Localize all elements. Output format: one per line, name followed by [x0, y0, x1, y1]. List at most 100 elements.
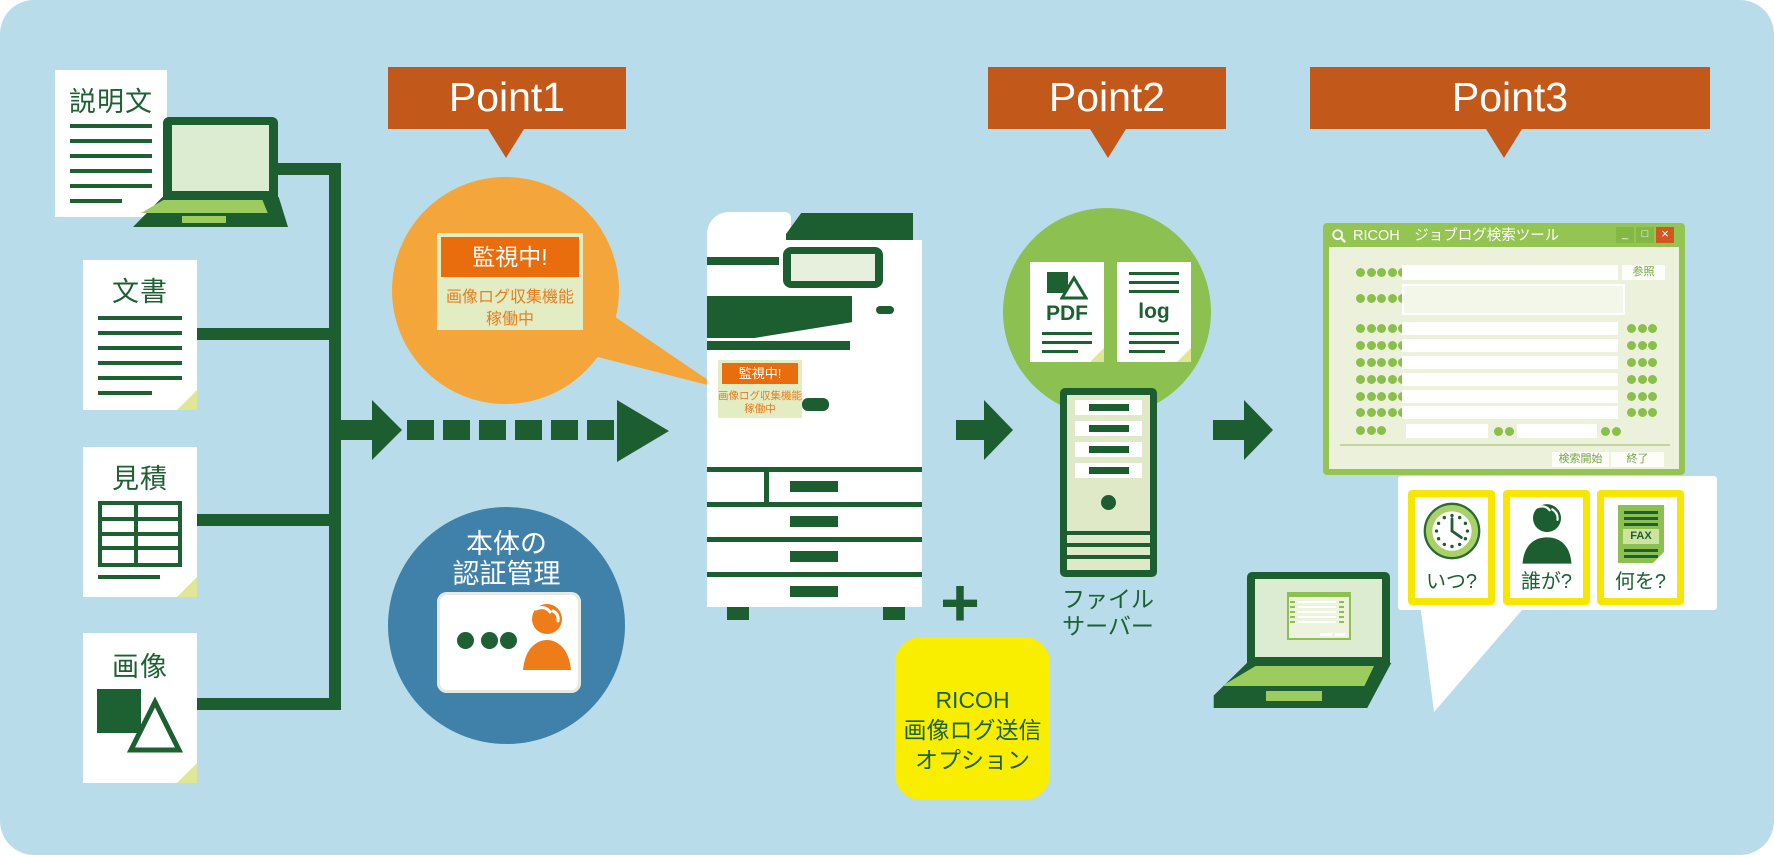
printer-monitoring-badge: 監視中!: [722, 363, 798, 384]
printer-monitoring-text-1: 画像ログ収集機能: [718, 390, 802, 402]
estimate-table: [98, 501, 182, 567]
path-input[interactable]: [1402, 265, 1618, 280]
point2-banner: Point2: [988, 67, 1226, 129]
result-bubble-tail: [1420, 608, 1524, 712]
point3-banner: Point3: [1310, 67, 1710, 129]
option-box: RICOH 画像ログ送信 オプション: [895, 637, 1050, 800]
field-option-dots: [1627, 341, 1659, 350]
power-button: [1101, 495, 1116, 510]
laptop-keyboard: [1222, 666, 1374, 686]
auth-card: [437, 592, 581, 693]
monitoring-text-1: 画像ログ収集機能: [445, 289, 574, 306]
window-divider: [1340, 444, 1670, 446]
search-field[interactable]: [1402, 339, 1618, 352]
question-label: 何を?: [1614, 571, 1667, 593]
question-what: FAX 何を?: [1597, 490, 1684, 605]
search-field[interactable]: [1402, 406, 1618, 419]
field-label-dots: [1356, 426, 1388, 435]
list-box[interactable]: [1402, 284, 1625, 315]
date-from-input[interactable]: [1406, 424, 1488, 438]
window-title: RICOH ジョブログ検索ツール: [1353, 228, 1560, 244]
laptop-keyboard: [141, 200, 268, 213]
point3-banner-tail: [1486, 129, 1522, 158]
page-fold: [1177, 348, 1191, 362]
document-text-lines: [98, 316, 182, 395]
document-text-line: [98, 575, 160, 579]
search-icon: [1332, 229, 1347, 244]
minimize-button[interactable]: _: [1616, 227, 1634, 243]
document-title: 文書: [112, 277, 168, 307]
page-fold: [177, 763, 197, 783]
option-line-2: 画像ログ送信: [903, 717, 1042, 743]
document-gazou: 画像: [83, 633, 197, 783]
tray-handle: [790, 516, 838, 527]
document-bunsho: 文書: [83, 260, 197, 410]
field-option-dots: [1494, 427, 1515, 436]
triangle-shape-icon: [127, 697, 183, 753]
field-label-dots: [1356, 375, 1409, 384]
field-label-dots: [1356, 268, 1409, 277]
search-field[interactable]: [1402, 322, 1618, 335]
square-shape-icon: [1047, 272, 1068, 293]
fax-label: FAX: [1623, 529, 1659, 544]
field-label-dots: [1356, 341, 1409, 350]
laptop-screen-inner: [172, 125, 269, 191]
field-option-dots: [1627, 358, 1659, 367]
user-icon: [523, 604, 571, 670]
monitoring-badge: 監視中!: [441, 237, 579, 277]
clock-icon: [1423, 502, 1481, 560]
password-dot: [481, 632, 498, 649]
maximize-button[interactable]: □: [1636, 227, 1654, 243]
auth-title-1: 本体の: [466, 529, 547, 559]
document-mitsumori: 見積: [83, 447, 197, 597]
field-label-dots: [1356, 392, 1409, 401]
printer-panel-screen: [791, 254, 875, 281]
point2-banner-tail: [1090, 129, 1126, 158]
person-icon: [1522, 504, 1572, 564]
monitoring-text-2: 稼働中: [485, 311, 534, 328]
field-option-dots: [1601, 427, 1622, 436]
triangle-shape-icon: [1060, 275, 1088, 300]
log-document: log: [1117, 262, 1191, 362]
laptop-touchpad: [182, 216, 226, 223]
question-who: 誰が?: [1503, 490, 1590, 605]
laptop-touchpad: [1266, 691, 1322, 701]
plus-sign: +: [940, 565, 980, 641]
option-line-1: RICOH: [935, 687, 1010, 713]
file-server: [1060, 388, 1157, 577]
pdf-label: PDF: [1046, 302, 1088, 325]
document-setsumeibun: 説明文: [55, 70, 167, 217]
pdf-document: PDF: [1030, 262, 1104, 362]
option-line-3: オプション: [915, 747, 1030, 773]
search-field[interactable]: [1402, 390, 1618, 403]
question-label: いつ?: [1425, 571, 1478, 593]
start-search-button[interactable]: 検索開始: [1552, 452, 1609, 467]
printer-top-cover: [786, 213, 913, 241]
auth-circle: 本体の 認証管理: [388, 507, 625, 744]
search-field[interactable]: [1402, 356, 1618, 369]
question-when: いつ?: [1408, 490, 1495, 605]
log-label: log: [1138, 300, 1170, 323]
exit-button[interactable]: 終了: [1611, 452, 1664, 467]
field-option-dots: [1627, 408, 1659, 417]
password-dot: [500, 632, 517, 649]
printer-monitoring-panel: 監視中! 画像ログ収集機能 稼働中: [718, 360, 802, 418]
point1-banner-tail: [488, 129, 524, 158]
search-field[interactable]: [1402, 373, 1618, 386]
question-label: 誰が?: [1520, 571, 1573, 593]
page-fold: [177, 577, 197, 597]
date-to-input[interactable]: [1517, 424, 1597, 438]
password-dot: [457, 632, 474, 649]
tray-handle: [790, 481, 838, 492]
field-option-dots: [1627, 392, 1659, 401]
field-label-dots: [1356, 358, 1409, 367]
document-title: 説明文: [69, 87, 153, 117]
tray-handle: [790, 551, 838, 562]
document-title: 画像: [112, 652, 168, 682]
field-option-dots: [1627, 324, 1659, 333]
close-button[interactable]: ×: [1656, 227, 1674, 243]
mini-search-window: [1287, 592, 1351, 640]
printer-side-tray: [852, 292, 922, 347]
browse-button[interactable]: 参照: [1622, 265, 1665, 280]
